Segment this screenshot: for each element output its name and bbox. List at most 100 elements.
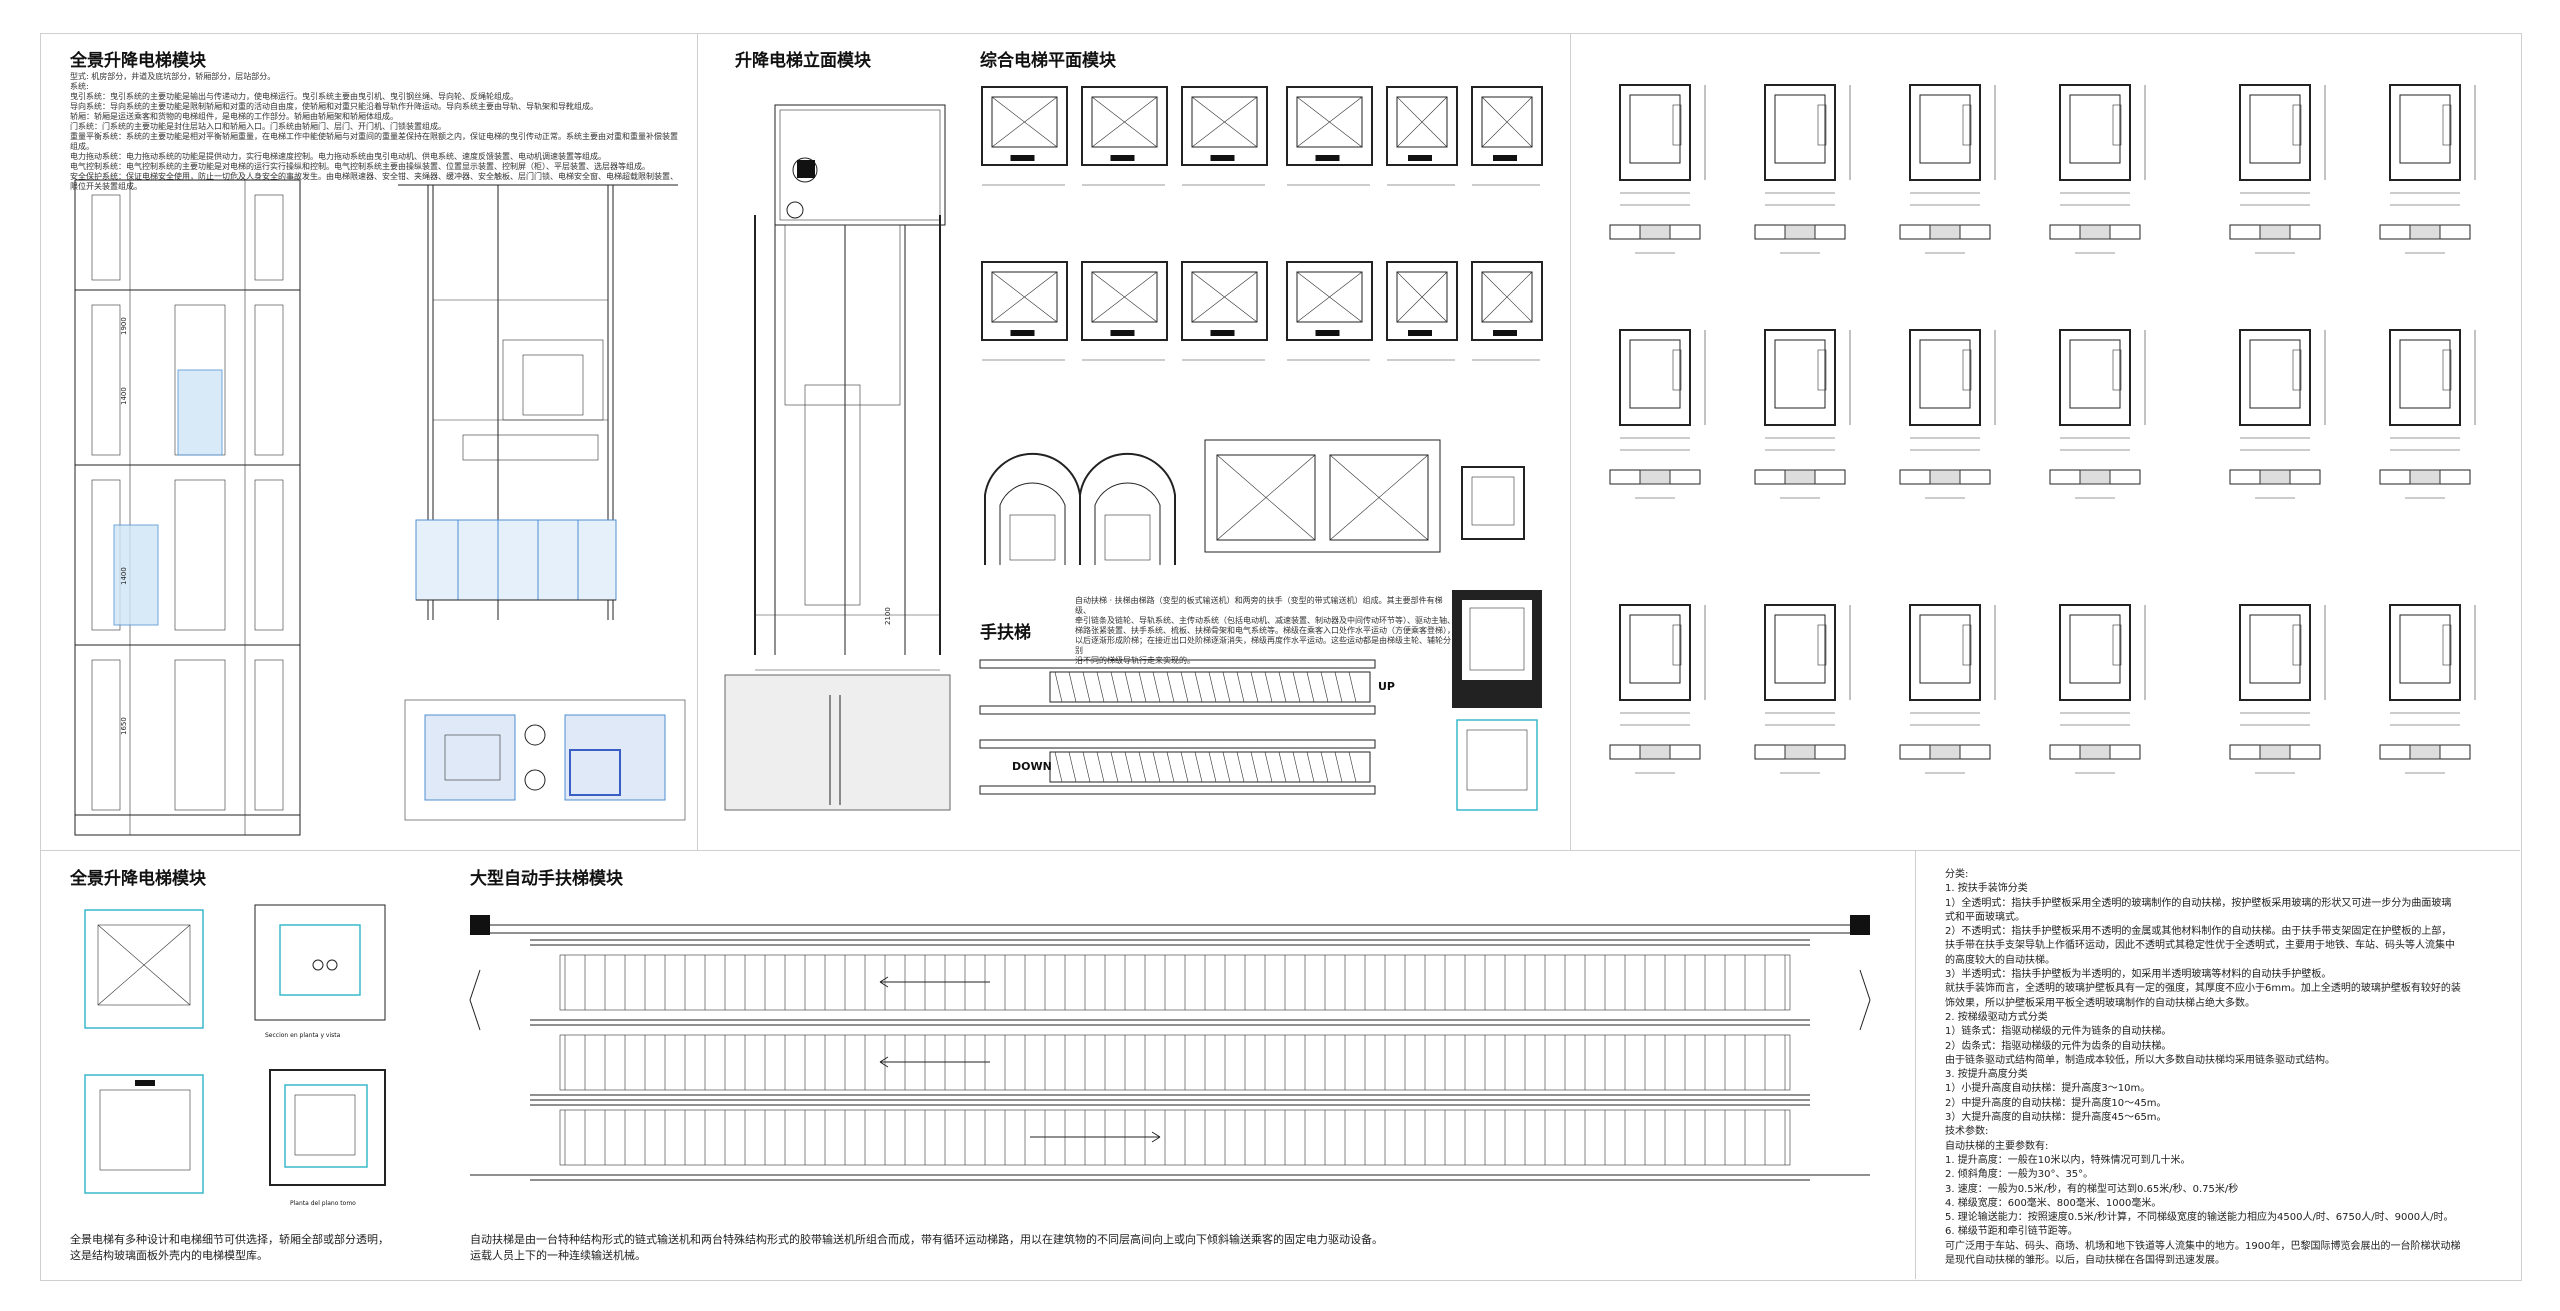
desc-line: 型式: 机房部分，井道及底坑部分，轿厢部分，层站部分。 bbox=[70, 72, 276, 81]
desc-line: 系统: bbox=[70, 82, 89, 91]
dim-label: 2100 bbox=[884, 607, 892, 625]
text-line: 3. 按提升高度分类 bbox=[1945, 1069, 2028, 1081]
section-title-panoramic: 全景升降电梯模块 bbox=[70, 51, 206, 71]
section-desc-panoramic: 型式: 机房部分，井道及底坑部分，轿厢部分，层站部分。 系统: 曳引系统：曳引系… bbox=[70, 72, 680, 192]
text-line: 式和平面玻璃式。 bbox=[1945, 911, 2025, 923]
desc-line: 轿厢：轿厢是运送乘客和货物的电梯组件，是电梯的工作部分。轿厢由轿厢架和轿厢体组成… bbox=[70, 112, 398, 121]
large-escalator-plan bbox=[469, 915, 1871, 1181]
elevator-shaft-elevation: 2100 bbox=[724, 104, 951, 811]
text-line: 5. 理论输送能力：按照速度0.5米/秒计算，不同梯级宽度的输送能力相应为450… bbox=[1945, 1212, 2454, 1224]
desc-line: 全景电梯有多种设计和电梯细节可供选择，轿厢全部或部分透明， bbox=[70, 1233, 389, 1246]
dimensioned-plan bbox=[2229, 84, 2326, 254]
dimensioned-plan bbox=[2379, 604, 2476, 774]
escalator-up-label: UP bbox=[1378, 680, 1395, 693]
text-line: 可广泛用于车站、码头、商场、机场和地下铁道等人流集中的地方。1900年，巴黎国际… bbox=[1945, 1240, 2461, 1252]
dimensioned-plan bbox=[1609, 329, 1706, 499]
dim-label: 1400 bbox=[120, 567, 128, 585]
twin-cabin-plan bbox=[1204, 439, 1441, 553]
dimensioned-plan bbox=[1609, 84, 1706, 254]
desc-line: 导向系统：导向系统的主要功能是限制轿厢和对重的活动自由度，使轿厢和对重只能沿着导… bbox=[70, 102, 598, 111]
plan-module bbox=[1081, 86, 1168, 186]
small-cabin-plan bbox=[1461, 466, 1525, 540]
text-line: 3）大提升高度的自动扶梯：提升高度45～65m。 bbox=[1945, 1112, 2167, 1124]
escalator-plan bbox=[979, 659, 1376, 795]
plan-module bbox=[981, 261, 1068, 361]
plan-module bbox=[981, 86, 1068, 186]
dimensioned-plan bbox=[1899, 604, 1996, 774]
plan-module bbox=[1471, 261, 1543, 361]
classification-text: 分类: 1. 按扶手装饰分类 1）全透明式：指扶手护壁板采用全透明的玻璃制作的自… bbox=[1945, 868, 2510, 1268]
dim-label: 1650 bbox=[120, 717, 128, 735]
dimensioned-plan bbox=[1754, 604, 1851, 774]
dimensioned-plan bbox=[1899, 329, 1996, 499]
text-line: 的高度较大的自动扶梯。 bbox=[1945, 954, 2055, 966]
divider-v1 bbox=[697, 33, 698, 850]
text-line: 3. 速度：一般为0.5米/秒，有的梯型可达到0.65米/秒、0.75米/秒 bbox=[1945, 1183, 2239, 1195]
panoramic-plan-1 bbox=[84, 909, 204, 1029]
desc-line: 以后逐渐形成阶梯；在接近出口处阶梯逐渐消失，梯级再度作水平运动。这些运动都是由梯… bbox=[1075, 636, 1451, 655]
section-title-elevation: 升降电梯立面模块 bbox=[735, 51, 871, 71]
panoramic-plan-2 bbox=[254, 904, 386, 1021]
plan-module bbox=[1286, 86, 1373, 186]
panoramic-elevator-plan bbox=[404, 699, 686, 821]
desc-line: 梯路张紧装置、扶手系统、梳板、扶梯骨架和电气系统等。梯级在乘客入口处作水平运动（… bbox=[1075, 626, 1455, 635]
plan-module bbox=[1386, 261, 1458, 361]
text-line: 饰效果，所以护壁板采用平板全透明玻璃制作的自动扶梯占绝大多数。 bbox=[1945, 997, 2255, 1009]
plan-module bbox=[1181, 261, 1268, 361]
dimensioned-plan bbox=[1899, 84, 1996, 254]
dimensioned-plan bbox=[2049, 84, 2146, 254]
dimensioned-plan bbox=[1754, 329, 1851, 499]
dimensioned-plan bbox=[2049, 604, 2146, 774]
dimensioned-plan bbox=[2049, 329, 2146, 499]
plan-module bbox=[1386, 86, 1458, 186]
text-line: 由于链条驱动式结构简单，制造成本较低，所以大多数自动扶梯均采用链条驱动式结构。 bbox=[1945, 1054, 2335, 1066]
cabin-plan-cyan bbox=[1456, 719, 1538, 811]
text-line: 3）半透明式：指扶手护壁板为半透明的，如采用半透明玻璃等材料的自动扶手护壁板。 bbox=[1945, 969, 2332, 981]
large-escalator-desc: 自动扶梯是由一台特种结构形式的链式输送机和两台特殊结构形式的胶带输送机所组合而成… bbox=[470, 1232, 1870, 1264]
dimensioned-plan bbox=[2229, 329, 2326, 499]
text-line: 就扶手装饰而言，全透明的玻璃护壁板具有一定的强度，其厚度不应小于6mm。加上全透… bbox=[1945, 983, 2461, 995]
plan-module bbox=[1471, 86, 1543, 186]
section-title-panoramic-2: 全景升降电梯模块 bbox=[70, 869, 206, 889]
text-line: 2）中提升高度的自动扶梯：提升高度10～45m。 bbox=[1945, 1097, 2167, 1109]
panoramic-caption-2: Planta del plano tomo bbox=[290, 1200, 356, 1207]
frame bbox=[40, 33, 2522, 1281]
dim-label: 1900 bbox=[120, 317, 128, 335]
section-title-large-escalator: 大型自动手扶梯模块 bbox=[470, 869, 623, 889]
desc-line: 运载人员上下的一种连续输送机械。 bbox=[470, 1249, 646, 1262]
cabin-plan-black bbox=[1452, 590, 1542, 708]
desc-line: 牵引链条及链轮、导轨系统、主传动系统（包括电动机、减速装置、制动器及中间传动环节… bbox=[1075, 616, 1455, 625]
desc-line: 安全保护系统：保证电梯安全使用，防止一切危及人身安全的事故发生。由电梯限速器、安… bbox=[70, 172, 678, 191]
text-line: 4. 梯级宽度：600毫米、800毫米、1000毫米。 bbox=[1945, 1197, 2162, 1209]
divider-v3 bbox=[1915, 850, 1916, 1279]
text-line: 扶手带在扶手支架导轨上作循环运动，因此不透明式其稳定性优于全透明式，主要用于地铁… bbox=[1945, 940, 2455, 952]
section-title-plan: 综合电梯平面模块 bbox=[980, 51, 1116, 71]
plan-module bbox=[1181, 86, 1268, 186]
desc-line: 门系统：门系统的主要功能是封住层站入口和轿厢入口。门系统由轿厢门、层门、开门机、… bbox=[70, 122, 446, 131]
arched-doorway-plan bbox=[984, 452, 1176, 565]
panoramic-caption-1: Seccion en planta y vista bbox=[265, 1032, 341, 1039]
desc-line: 电力拖动系统：电力拖动系统的功能是提供动力，实行电梯速度控制。电力拖动系统由曳引… bbox=[70, 152, 606, 161]
dimensioned-plan bbox=[1609, 604, 1706, 774]
panoramic-desc: 全景电梯有多种设计和电梯细节可供选择，轿厢全部或部分透明， 这是结构玻璃面板外壳… bbox=[70, 1232, 389, 1264]
plan-module bbox=[1286, 261, 1373, 361]
desc-line: 重量平衡系统：系统的主要功能是相对平衡轿厢重量，在电梯工作中能使轿厢与对重间的重… bbox=[70, 132, 678, 151]
text-line: 2. 按梯级驱动方式分类 bbox=[1945, 1011, 2048, 1023]
text-line: 2）齿条式：指驱动梯级的元件为齿条的自动扶梯。 bbox=[1945, 1040, 2172, 1052]
dim-label: 1400 bbox=[120, 387, 128, 405]
text-line: 是现代自动扶梯的雏形。以后，自动扶梯在各国得到迅速发展。 bbox=[1945, 1255, 2225, 1267]
text-line: 自动扶梯的主要参数有: bbox=[1945, 1140, 2049, 1152]
text-line: 6. 梯级节距和牵引链节距等。 bbox=[1945, 1226, 2078, 1238]
panoramic-plan-3 bbox=[84, 1074, 204, 1194]
text-line: 1. 提升高度：一般在10米以内，特殊情况可到几十米。 bbox=[1945, 1154, 2191, 1166]
dimensioned-plan bbox=[2379, 329, 2476, 499]
desc-line: 自动扶梯 · 扶梯由梯路（变型的板式输送机）和两旁的扶手（变型的带式输送机）组成… bbox=[1075, 596, 1443, 615]
text-line: 技术参数: bbox=[1945, 1126, 1989, 1138]
text-line: 2. 倾斜角度：一般为30°、35°。 bbox=[1945, 1169, 2094, 1181]
dimensioned-plan bbox=[2229, 604, 2326, 774]
dimensioned-plan bbox=[2379, 84, 2476, 254]
desc-line: 电气控制系统：电气控制系统的主要功能是对电梯的运行实行操纵和控制。电气控制系统主… bbox=[70, 162, 650, 171]
escalator-down-label: DOWN bbox=[1012, 760, 1052, 773]
plan-module bbox=[1081, 261, 1168, 361]
text-line: 1）小提升高度自动扶梯：提升高度3～10m。 bbox=[1945, 1083, 2151, 1095]
